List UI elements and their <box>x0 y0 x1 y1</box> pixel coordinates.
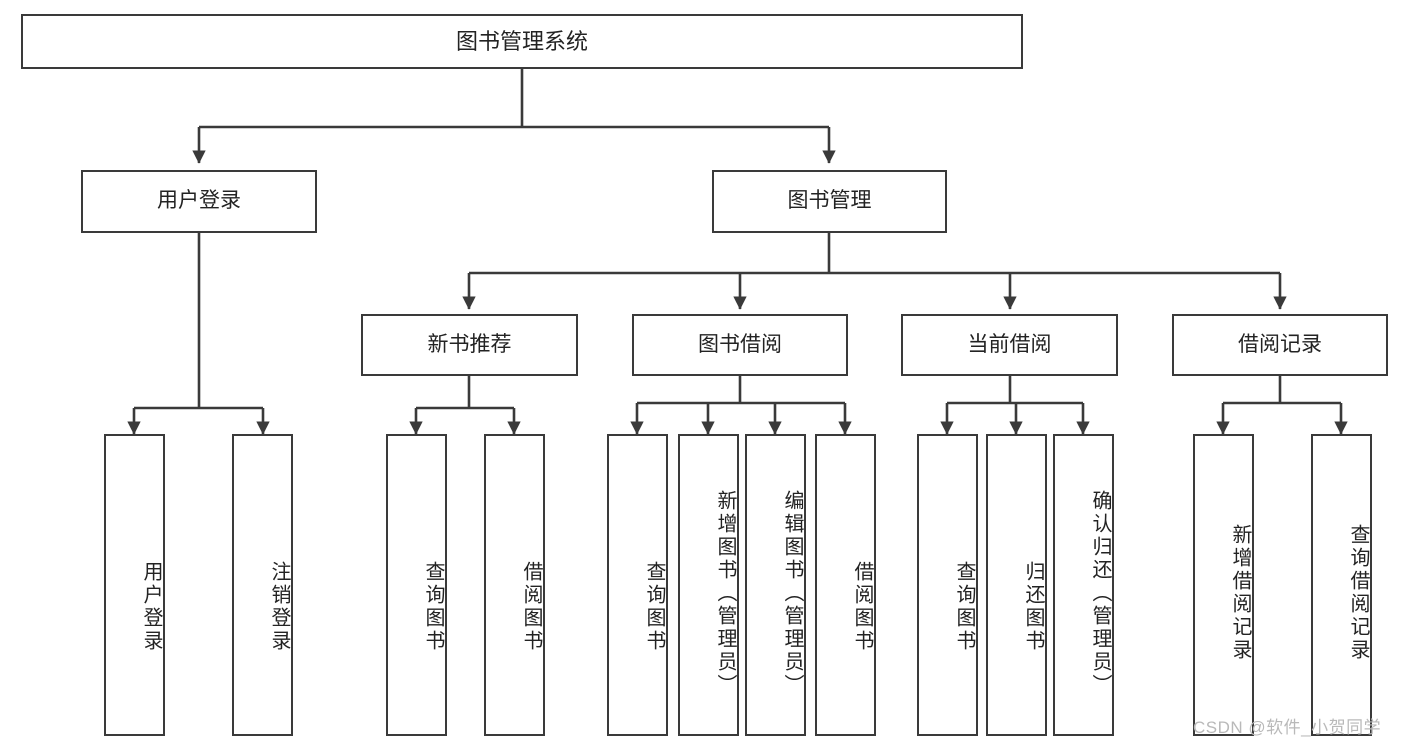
leaf-query-book-borrow[interactable]: 查询图书 <box>607 434 668 736</box>
node-book-management[interactable]: 图书管理 <box>712 170 947 233</box>
leaf-edit-book-admin[interactable]: 编辑图书（管理员） <box>745 434 806 736</box>
leaf-query-book-recommend[interactable]: 查询图书 <box>386 434 447 736</box>
leaf-return-book[interactable]: 归还图书 <box>986 434 1047 736</box>
leaf-add-borrow-record[interactable]: 新增借阅记录 <box>1193 434 1254 736</box>
leaf-query-borrow-record[interactable]: 查询借阅记录 <box>1311 434 1372 736</box>
leaf-borrow-book-borrow[interactable]: 借阅图书 <box>815 434 876 736</box>
node-book-borrow[interactable]: 图书借阅 <box>632 314 848 376</box>
node-current-borrow[interactable]: 当前借阅 <box>901 314 1118 376</box>
leaf-borrow-book-recommend[interactable]: 借阅图书 <box>484 434 545 736</box>
node-root-system[interactable]: 图书管理系统 <box>21 14 1023 69</box>
node-new-book-recommend[interactable]: 新书推荐 <box>361 314 578 376</box>
leaf-logout-login[interactable]: 注销登录 <box>232 434 293 736</box>
leaf-confirm-return-admin[interactable]: 确认归还（管理员） <box>1053 434 1114 736</box>
csdn-watermark: CSDN @软件_小贺同学 <box>1193 718 1382 737</box>
leaf-add-book-admin[interactable]: 新增图书（管理员） <box>678 434 739 736</box>
leaf-user-login[interactable]: 用户登录 <box>104 434 165 736</box>
leaf-query-book-current[interactable]: 查询图书 <box>917 434 978 736</box>
node-user-login[interactable]: 用户登录 <box>81 170 317 233</box>
node-borrow-record[interactable]: 借阅记录 <box>1172 314 1388 376</box>
